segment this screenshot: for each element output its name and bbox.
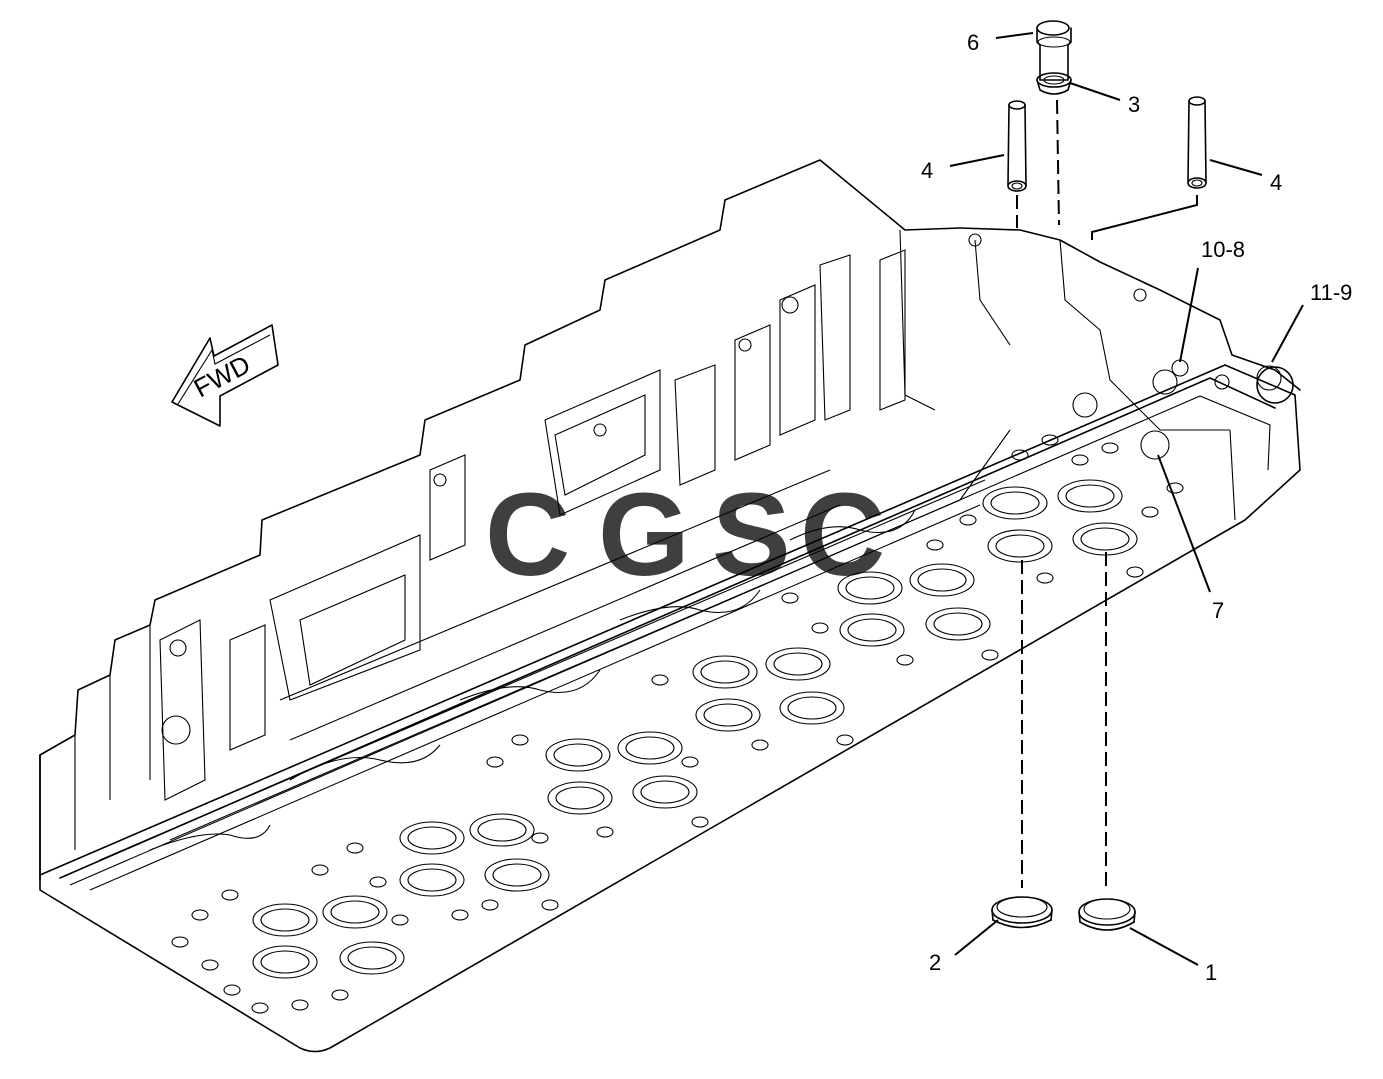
seat-insert-2	[991, 896, 1053, 929]
cylinder-head-body	[39, 159, 1301, 1053]
watermark-letter-c1: C	[485, 469, 570, 601]
seat-insert-1	[1078, 898, 1136, 931]
callout-4-right: 4	[1270, 170, 1282, 195]
watermark-letter-c2: C	[800, 469, 885, 601]
port-ribs	[149, 249, 916, 851]
callout-2: 2	[929, 950, 941, 975]
assembly-lines	[1016, 99, 1198, 892]
callout-7: 7	[1212, 598, 1224, 623]
watermark-logo: C G S C	[485, 469, 885, 601]
valve-seal-part	[1036, 20, 1072, 95]
callout-4-left: 4	[921, 158, 933, 183]
callout-1: 1	[1205, 960, 1217, 985]
watermark-letter-s: S	[712, 469, 791, 601]
leader-lines	[949, 32, 1304, 966]
valve-seat-group	[171, 434, 1184, 1014]
fwd-direction-arrow: FWD	[171, 324, 279, 427]
valve-guide-left	[1007, 100, 1027, 192]
valve-guide-right	[1187, 96, 1207, 189]
watermark-letter-g: G	[598, 469, 690, 601]
callout-6: 6	[967, 30, 979, 55]
callout-labels: 6 3 4 4 10-8 11-9 7 2 1	[921, 30, 1352, 985]
callout-11-9: 11-9	[1310, 280, 1352, 305]
callout-3: 3	[1128, 92, 1140, 117]
callout-10-8: 10-8	[1201, 237, 1245, 262]
